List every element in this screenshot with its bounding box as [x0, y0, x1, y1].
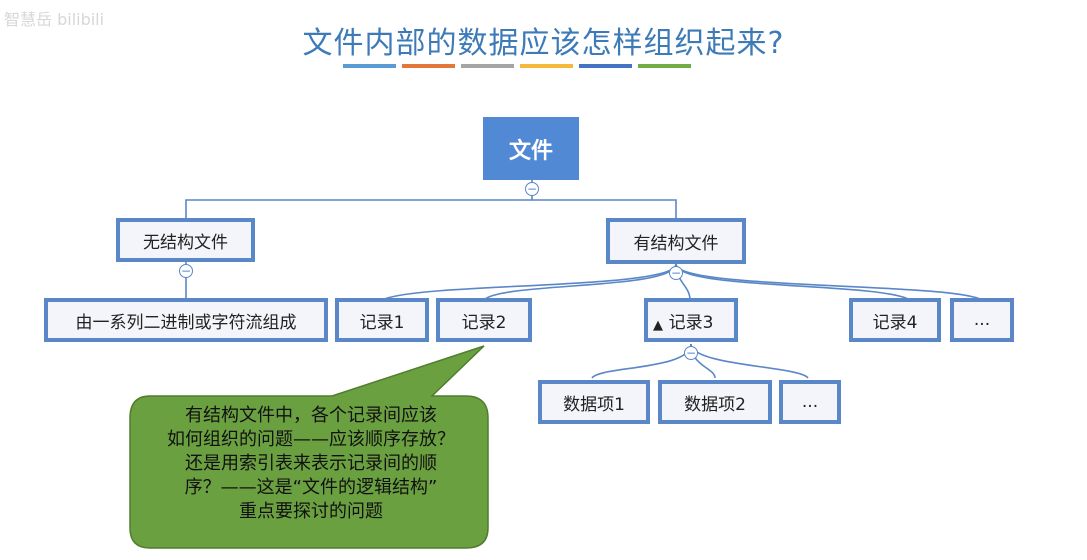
collapse-icon[interactable]: − [525, 182, 539, 196]
node-structured-file: 有结构文件 [606, 218, 746, 264]
node-data-item-more: ... [779, 380, 841, 424]
stripe-6 [638, 64, 691, 68]
node-record-more: ... [950, 298, 1014, 342]
callout-text: 有结构文件中，各个记录间应该 如何组织的问题——应该顺序存放？ 还是用索引表来表… [130, 404, 492, 524]
stripe-4 [520, 64, 573, 68]
collapse-icon[interactable]: − [684, 346, 698, 360]
page-title: 文件内部的数据应该怎样组织起来? [302, 26, 785, 61]
callout-line: 有结构文件中，各个记录间应该 [185, 405, 437, 426]
root-node-file: 文件 [483, 117, 579, 180]
stripe-3 [461, 64, 514, 68]
node-record-4: 记录4 [849, 298, 941, 342]
callout-line: 如何组织的问题——应该顺序存放？ [167, 429, 455, 450]
node-data-item-2: 数据项2 [658, 380, 772, 424]
node-data-item-1: 数据项1 [538, 380, 650, 424]
node-record-2: 记录2 [436, 298, 532, 342]
node-record-3: 记录3 [644, 298, 738, 342]
node-record-1: 记录1 [335, 298, 429, 342]
mouse-cursor-icon: ▲ [653, 318, 663, 333]
callout-line: 还是用索引表来表示记录间的顺 [185, 453, 437, 474]
node-unstructured-desc: 由一系列二进制或字符流组成 [44, 298, 328, 342]
stripe-1 [343, 64, 396, 68]
collapse-icon[interactable]: − [669, 266, 683, 280]
stripe-2 [402, 64, 455, 68]
node-unstructured-file: 无结构文件 [116, 218, 255, 262]
stripe-5 [579, 64, 632, 68]
callout-line: 重点要探讨的问题 [239, 501, 383, 522]
bilibili-watermark: 智慧岳 bilibili [4, 10, 105, 29]
collapse-icon[interactable]: − [179, 264, 193, 278]
callout-line: 序？——这是“文件的逻辑结构” [184, 477, 438, 498]
